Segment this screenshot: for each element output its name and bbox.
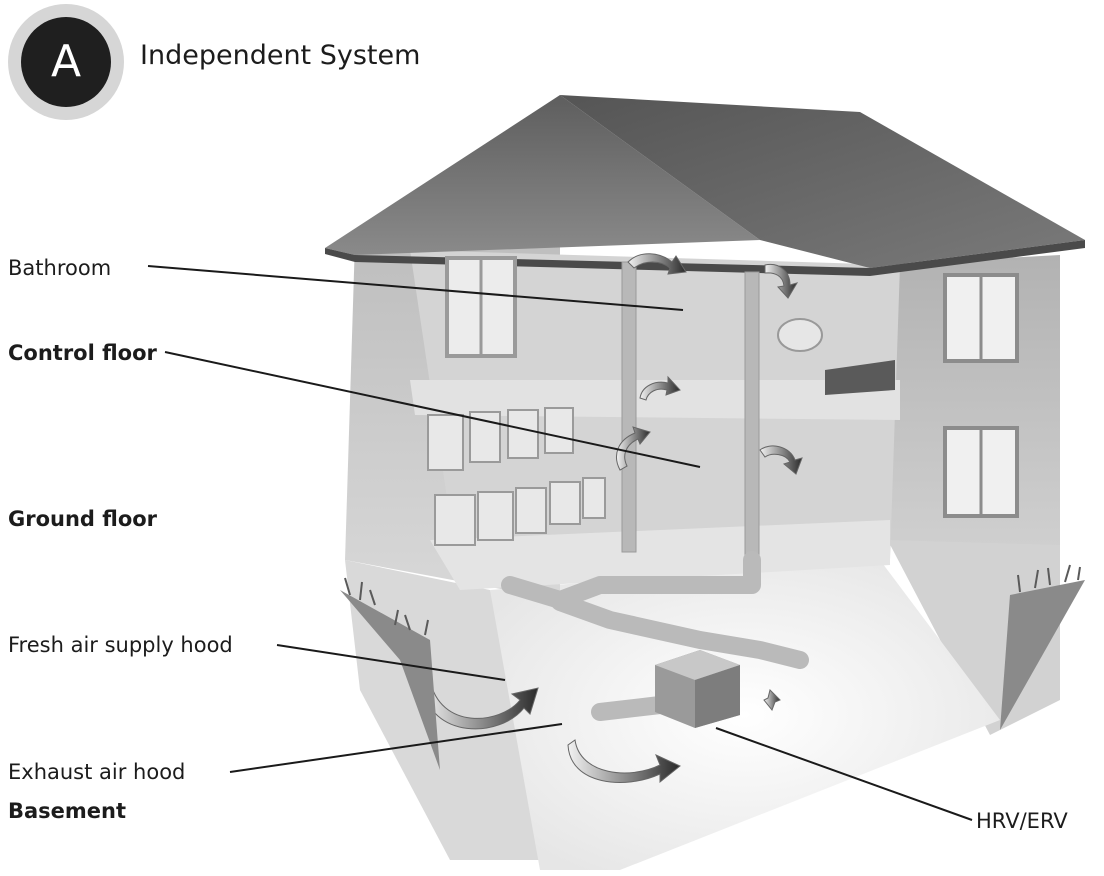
- label-basement: Basement: [8, 799, 127, 823]
- plant-left: [340, 577, 440, 770]
- leader-exhaust: [229, 723, 563, 773]
- leader-control-floor: [164, 351, 701, 468]
- leader-fresh-air: [276, 644, 506, 681]
- plant-right: [1000, 564, 1085, 730]
- label-exhaust-air-hood: Exhaust air hood: [8, 760, 186, 784]
- kitchen-cabinets: [427, 407, 606, 546]
- bathtub: [825, 360, 895, 395]
- badge-letter: A: [21, 17, 111, 107]
- leader-lines: [147, 265, 973, 821]
- duct-icon: [621, 261, 760, 573]
- leader-hrv: [715, 727, 973, 821]
- label-control-floor: Control floor: [8, 341, 157, 365]
- roof-left: [325, 95, 760, 255]
- toilet: [777, 318, 823, 352]
- basement-floor: [490, 560, 1000, 870]
- label-hrv-erv: HRV/ERV: [976, 809, 1068, 833]
- roof-right: [560, 95, 1085, 268]
- label-fresh-air-supply-hood: Fresh air supply hood: [8, 633, 233, 657]
- badge: A: [8, 4, 124, 120]
- label-ground-floor: Ground floor: [8, 507, 158, 531]
- airflow-arrow-icon: [421, 253, 803, 784]
- hrv-erv-unit-icon: [655, 650, 740, 728]
- label-bathroom: Bathroom: [8, 256, 112, 280]
- diagram-title: Independent System: [140, 40, 421, 71]
- roof-edge: [325, 240, 1085, 276]
- basement-ductwork: [501, 551, 809, 721]
- ground-floor-slab: [430, 520, 890, 590]
- leader-bathroom: [147, 265, 684, 311]
